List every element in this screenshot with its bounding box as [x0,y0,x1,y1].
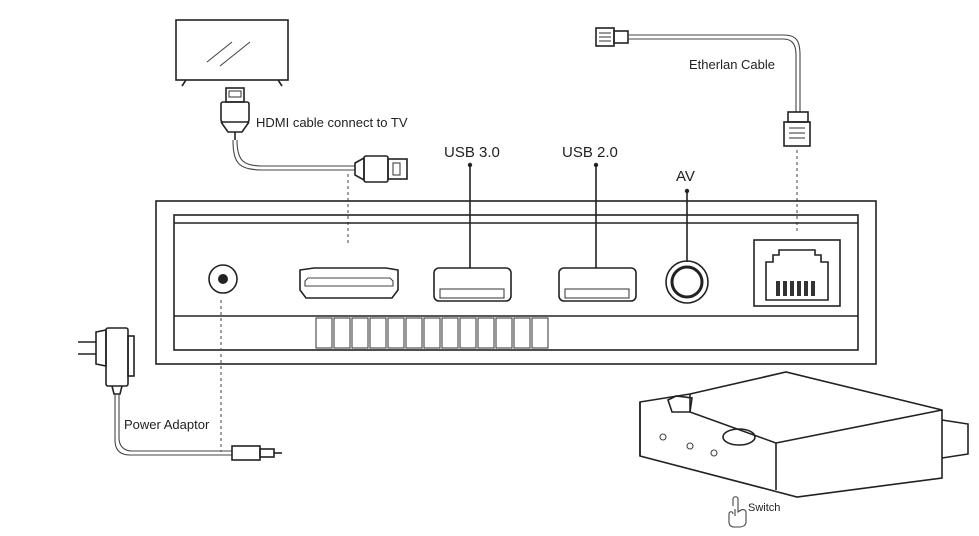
hdmi-plug-icon [220,87,250,140]
power-label: Power Adaptor [124,417,210,432]
ethernet-cable: Etherlan Cable [595,27,811,234]
dc-power-port [208,264,238,294]
dc-plug-icon [231,445,282,461]
usb30-port [433,267,512,302]
vent-grille [315,317,549,349]
usb20-label: USB 2.0 [562,144,618,161]
tv-box-rear-panel [155,200,877,365]
hdd-enclosure [639,371,969,498]
tv-icon [175,19,289,87]
usb20-port [558,267,637,302]
hdmi-label: HDMI cable connect to TV [256,115,408,130]
av-label: AV [676,168,695,185]
usb30-label: USB 3.0 [444,144,500,161]
lan-port [753,239,841,307]
hdmi-cable: HDMI cable connect to TV [220,87,408,246]
power-adaptor-icon [78,327,135,395]
power-adaptor: Power Adaptor [78,300,282,461]
hand-pointer-icon [728,496,747,528]
hdmi-port [299,267,399,299]
rj45-plug-icon [783,111,811,147]
ethernet-label: Etherlan Cable [689,57,775,72]
switch-label: Switch [748,502,780,514]
av-port [665,260,709,304]
rj45-plug-icon [595,27,629,47]
hdmi-plug-icon [354,155,408,183]
